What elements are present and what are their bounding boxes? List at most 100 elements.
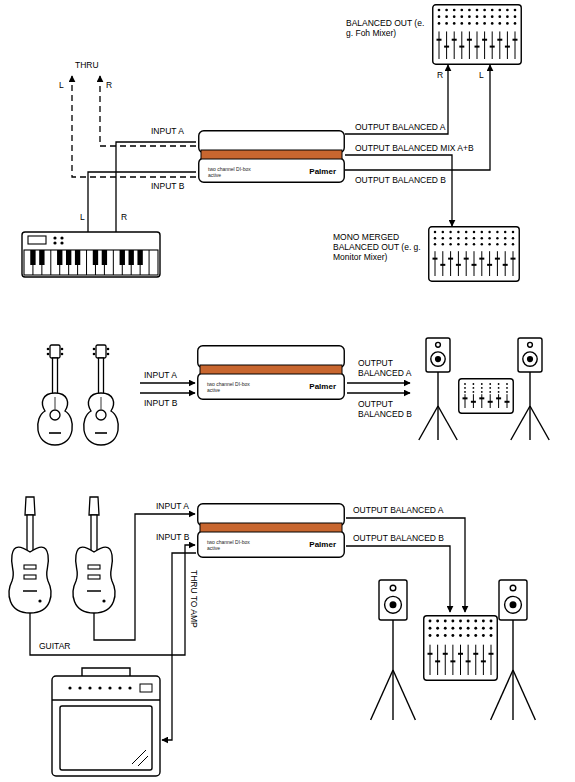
mixer-knob <box>451 620 454 623</box>
mixer-knob <box>481 387 483 389</box>
speaker <box>511 338 549 440</box>
mixer-knob <box>473 383 475 385</box>
mixer-knob <box>496 243 498 245</box>
mixer-fader-cap <box>471 401 476 403</box>
keyboard <box>60 236 63 239</box>
amp-knob <box>118 686 121 689</box>
mixer-knob <box>490 634 493 637</box>
mixer-knob <box>457 243 459 245</box>
mixer-fader-cap <box>505 401 510 403</box>
signal-label: R <box>120 212 128 222</box>
speaker-cone <box>510 602 516 608</box>
mixer-fader <box>484 31 485 59</box>
mixer-knob <box>449 231 451 233</box>
mixer-knob <box>482 627 485 630</box>
mixer-knob <box>506 391 508 393</box>
mixer-knob <box>473 237 475 239</box>
mixer-knob <box>453 22 456 25</box>
mixer-outline <box>432 4 522 65</box>
speaker-cone <box>390 602 396 608</box>
speaker-stand <box>513 670 535 720</box>
brand-logo: Palmer <box>309 540 336 549</box>
mixer-fader <box>475 645 476 675</box>
mixer-fader-cap <box>459 46 464 48</box>
mixer-knob <box>483 9 486 12</box>
mixer-knob <box>453 15 456 18</box>
mixer-fader-cap <box>513 39 518 41</box>
mixer-knob <box>476 15 479 18</box>
mixer-knob <box>489 387 491 389</box>
mixer-knob <box>474 620 477 623</box>
mixer-fader-cap <box>448 258 453 260</box>
signal-wire <box>140 392 195 393</box>
mixer-knob <box>496 231 498 233</box>
mixer-knob <box>468 22 471 25</box>
mixer-knob <box>445 9 448 12</box>
mixer-knob <box>498 9 501 12</box>
mixer-knob <box>459 634 462 637</box>
mixer-knob <box>512 231 514 233</box>
mixer-knob <box>482 634 485 637</box>
mixer-fader <box>477 31 478 59</box>
mixer-fader <box>498 394 499 408</box>
di-box-band <box>201 150 342 159</box>
mixer-knob <box>481 237 483 239</box>
mixer-knob <box>488 237 490 239</box>
mixer-knob <box>483 15 486 18</box>
keyboard-black-key <box>137 250 142 265</box>
speaker-stand <box>393 670 415 720</box>
mixer-outline <box>433 5 522 65</box>
thru-wire <box>72 76 196 177</box>
mixer-fader <box>483 645 484 675</box>
device-caption: two channel DI-box active <box>208 166 262 178</box>
signal-label: L <box>58 80 65 90</box>
mixer-fader <box>445 645 446 675</box>
mixer-fader <box>466 251 467 276</box>
mixer-knob <box>459 620 462 623</box>
mixer-fader <box>515 31 516 59</box>
signal-connector <box>345 65 490 170</box>
mixer-fader-cap <box>503 264 508 266</box>
mixer-knob <box>467 620 470 623</box>
signal-label: INPUT B <box>143 398 178 408</box>
speaker-tweeter <box>528 342 533 347</box>
mixer-fader-cap <box>463 397 468 399</box>
amp-knob <box>88 686 91 689</box>
mixer-knob <box>467 634 470 637</box>
mixer-knob <box>514 9 517 12</box>
mixer-knob <box>498 383 500 385</box>
mixer-knob <box>504 237 506 239</box>
device-caption: two channel DI-box active <box>207 381 261 393</box>
mixer-fader <box>442 251 443 276</box>
mixer-fader-cap <box>437 39 442 41</box>
signal-label: INPUT A <box>150 126 185 136</box>
mixer-fader <box>499 31 500 59</box>
signal-label: R <box>105 80 113 90</box>
mixer-knob <box>464 391 466 393</box>
mixer-knob <box>504 243 506 245</box>
mixer-knob <box>438 22 441 25</box>
mixer-knob <box>488 243 490 245</box>
signal-wire <box>94 514 195 640</box>
mixer-knob <box>438 9 441 12</box>
speaker <box>419 338 457 440</box>
signal-label: OUTPUT BALANCED A <box>352 505 445 515</box>
electric-guitar <box>9 497 51 613</box>
mixer-fader-cap <box>505 46 510 48</box>
speaker-stand <box>419 406 438 440</box>
signal-wire <box>116 142 196 232</box>
mixer-knob <box>481 383 483 385</box>
amp-knob <box>108 686 111 689</box>
keyboard-key <box>86 250 87 275</box>
mixer-knob <box>489 391 491 393</box>
keyboard <box>28 236 46 244</box>
keyboard-black-key <box>66 250 71 265</box>
mixer-knob <box>489 383 491 385</box>
mixer-knob <box>436 634 439 637</box>
speaker-woofer <box>385 596 402 613</box>
di-box-band <box>200 365 342 374</box>
mixer-fader-cap <box>481 660 486 662</box>
mixer-knob <box>490 627 493 630</box>
mixer-knob <box>512 243 514 245</box>
